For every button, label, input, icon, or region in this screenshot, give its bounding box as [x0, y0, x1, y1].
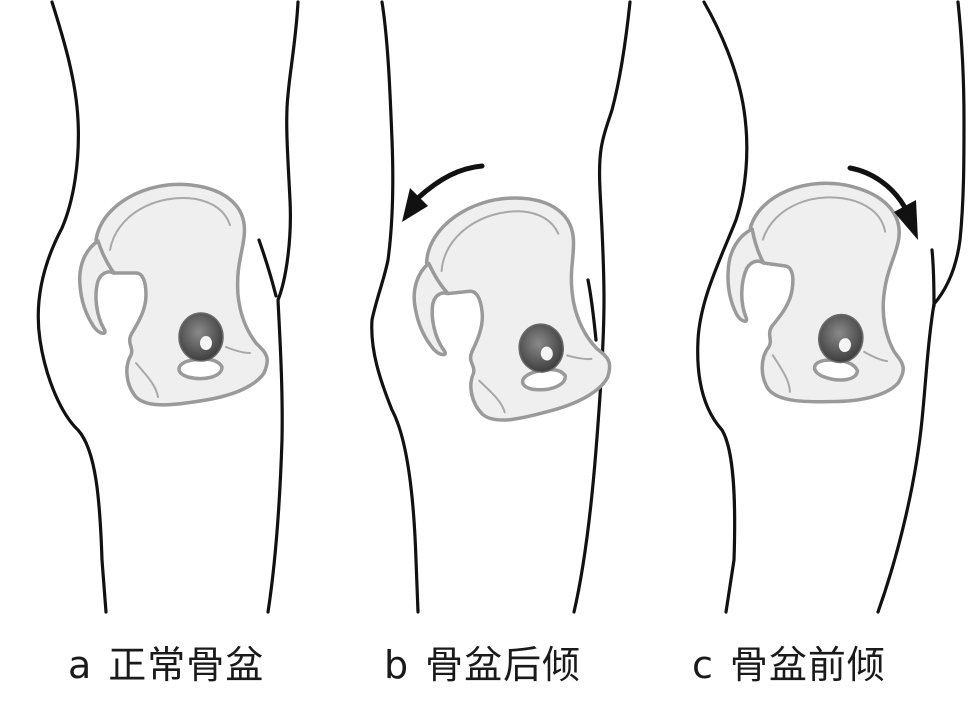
caption-normal-pelvis: a 正常骨盆 — [68, 640, 264, 690]
panel-c-pelvis — [709, 168, 930, 417]
panel-c-arrow-head-icon — [894, 200, 918, 240]
caption-b-letter: b — [384, 643, 410, 687]
caption-c-label: 骨盆前倾 — [729, 643, 886, 687]
caption-a-label: 正常骨盆 — [108, 643, 265, 687]
caption-posterior-tilt: b 骨盆后倾 — [384, 640, 581, 690]
panel-a-normal — [36, 0, 300, 614]
caption-b-label: 骨盆后倾 — [425, 643, 582, 687]
panel-c-anterior-tilt — [696, 0, 966, 614]
panel-b-back-contour — [370, 0, 420, 614]
panel-b-pelvis — [402, 187, 616, 431]
caption-c-letter: c — [692, 643, 714, 687]
panel-b-rotation-arrow — [415, 163, 485, 201]
caption-anterior-tilt: c 骨盆前倾 — [692, 640, 886, 690]
panel-b-posterior-tilt — [370, 0, 632, 614]
panel-b-arrow-head-icon — [402, 188, 428, 222]
panel-a-pelvis — [77, 182, 270, 407]
panel-b-front-contour — [572, 0, 632, 614]
panel-c-back-contour — [696, 0, 749, 614]
panel-a-back-contour — [36, 0, 108, 614]
caption-a-letter: a — [68, 643, 93, 687]
panel-c-rotation-arrow — [847, 165, 907, 209]
panel-a-front-contour — [266, 0, 300, 614]
panel-c-front-contour — [876, 0, 966, 614]
panel-b-groin-crease — [586, 278, 598, 342]
panel-a-groin-crease — [257, 238, 278, 298]
panel-c-groin-crease — [930, 248, 936, 308]
